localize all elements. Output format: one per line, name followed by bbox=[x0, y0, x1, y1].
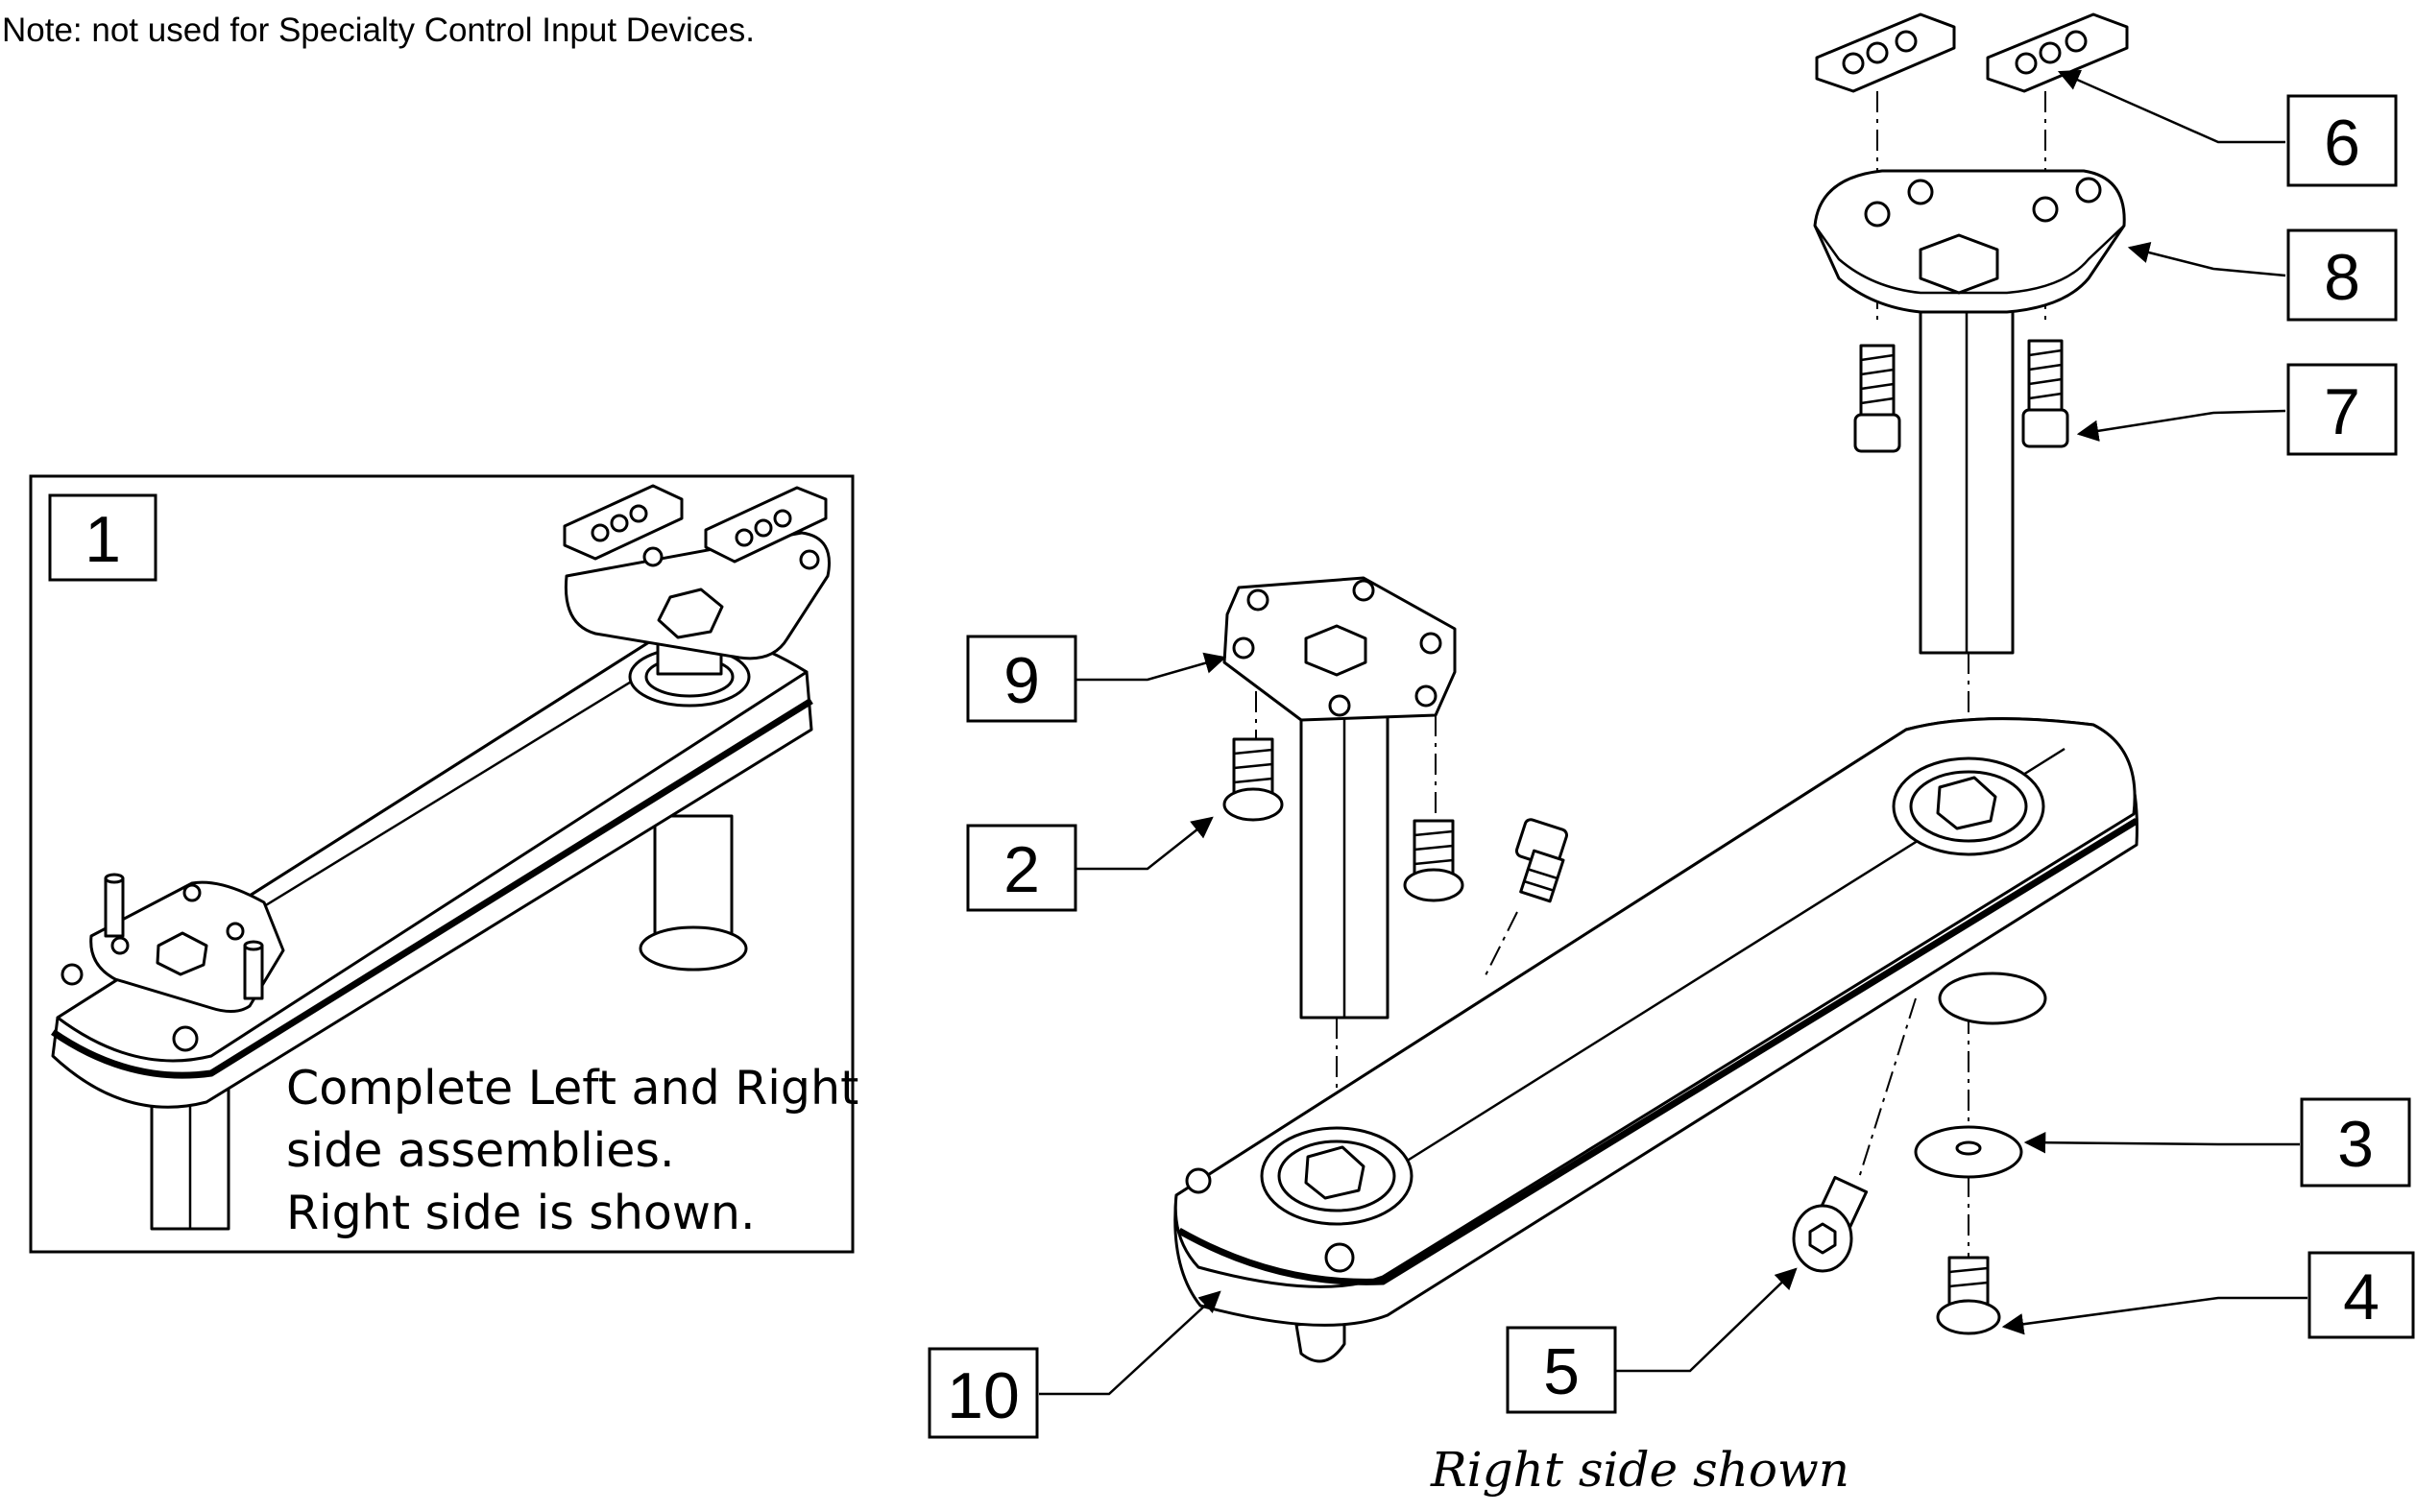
button-screw-right bbox=[1403, 819, 1464, 902]
callout-10-label: 10 bbox=[947, 1359, 1020, 1432]
callout-leaders bbox=[1039, 69, 2307, 1396]
callout-7: 7 bbox=[2286, 363, 2398, 456]
callout-2: 2 bbox=[966, 824, 1077, 912]
callout-box-5 bbox=[1506, 1326, 1617, 1414]
callout-box-3 bbox=[2300, 1097, 2411, 1188]
callout-3: 3 bbox=[2300, 1097, 2411, 1188]
callout-3-label: 3 bbox=[2337, 1108, 2374, 1181]
callout-box-6 bbox=[2286, 94, 2398, 187]
button-screw-4 bbox=[1936, 1256, 2001, 1335]
callout-8: 8 bbox=[2286, 228, 2398, 322]
callout-10: 10 bbox=[928, 1347, 1039, 1439]
callout-2-label: 2 bbox=[1003, 833, 1040, 906]
callout-1-label: 1 bbox=[85, 503, 121, 576]
callout-box-10 bbox=[928, 1347, 1039, 1439]
inset-rear-post bbox=[639, 814, 748, 972]
callout-6-label: 6 bbox=[2324, 107, 2360, 180]
callout-9-label: 9 bbox=[1003, 644, 1040, 717]
upper-plate-post bbox=[1919, 286, 2015, 655]
inset-description-line-3: Right side is shown. bbox=[286, 1186, 756, 1240]
callout-7-label: 7 bbox=[2324, 375, 2360, 448]
callout-box-1 bbox=[48, 493, 157, 582]
callout-8-label: 8 bbox=[2324, 241, 2360, 314]
inset-description-line-1: Complete Left and Right bbox=[286, 1061, 858, 1116]
note-text: Note: not used for Specialty Control Inp… bbox=[2, 12, 756, 49]
inset-complete-assembly: 1 bbox=[29, 474, 858, 1254]
callout-box-2 bbox=[966, 824, 1077, 912]
socket-screw-left bbox=[1853, 344, 1901, 453]
cap-screw-5 bbox=[1792, 1175, 1869, 1273]
inset-lower-plate bbox=[89, 873, 285, 1013]
bracket-left bbox=[1815, 12, 1956, 93]
callout-5: 5 bbox=[1506, 1326, 1617, 1414]
triangular-plate bbox=[1813, 169, 2126, 314]
inset-description-line-2: side assemblies. bbox=[286, 1123, 675, 1178]
callout-box-7 bbox=[2286, 363, 2398, 456]
inset-socket bbox=[628, 632, 751, 708]
mounting-arm bbox=[1173, 717, 2138, 1363]
callout-4: 4 bbox=[2307, 1251, 2415, 1339]
pentagon-plate bbox=[1222, 576, 1457, 722]
bracket-right bbox=[1986, 12, 2129, 93]
washer bbox=[1914, 1125, 2023, 1179]
callout-4-label: 4 bbox=[2343, 1260, 2380, 1333]
callout-5-label: 5 bbox=[1543, 1335, 1580, 1408]
socket-screw-right bbox=[2021, 339, 2069, 448]
callout-6: 6 bbox=[2286, 94, 2398, 187]
callout-box-4 bbox=[2307, 1251, 2415, 1339]
callout-box-8 bbox=[2286, 228, 2398, 322]
pentagon-plate-post bbox=[1299, 708, 1389, 1020]
inset-upper-plate bbox=[563, 484, 831, 660]
caption-right-side-shown: Right side shown bbox=[1430, 1442, 1849, 1498]
cap-screw-upper bbox=[1514, 818, 1568, 903]
callout-box-9 bbox=[966, 635, 1077, 723]
button-screw-left bbox=[1222, 737, 1284, 822]
callout-9: 9 bbox=[966, 635, 1077, 723]
